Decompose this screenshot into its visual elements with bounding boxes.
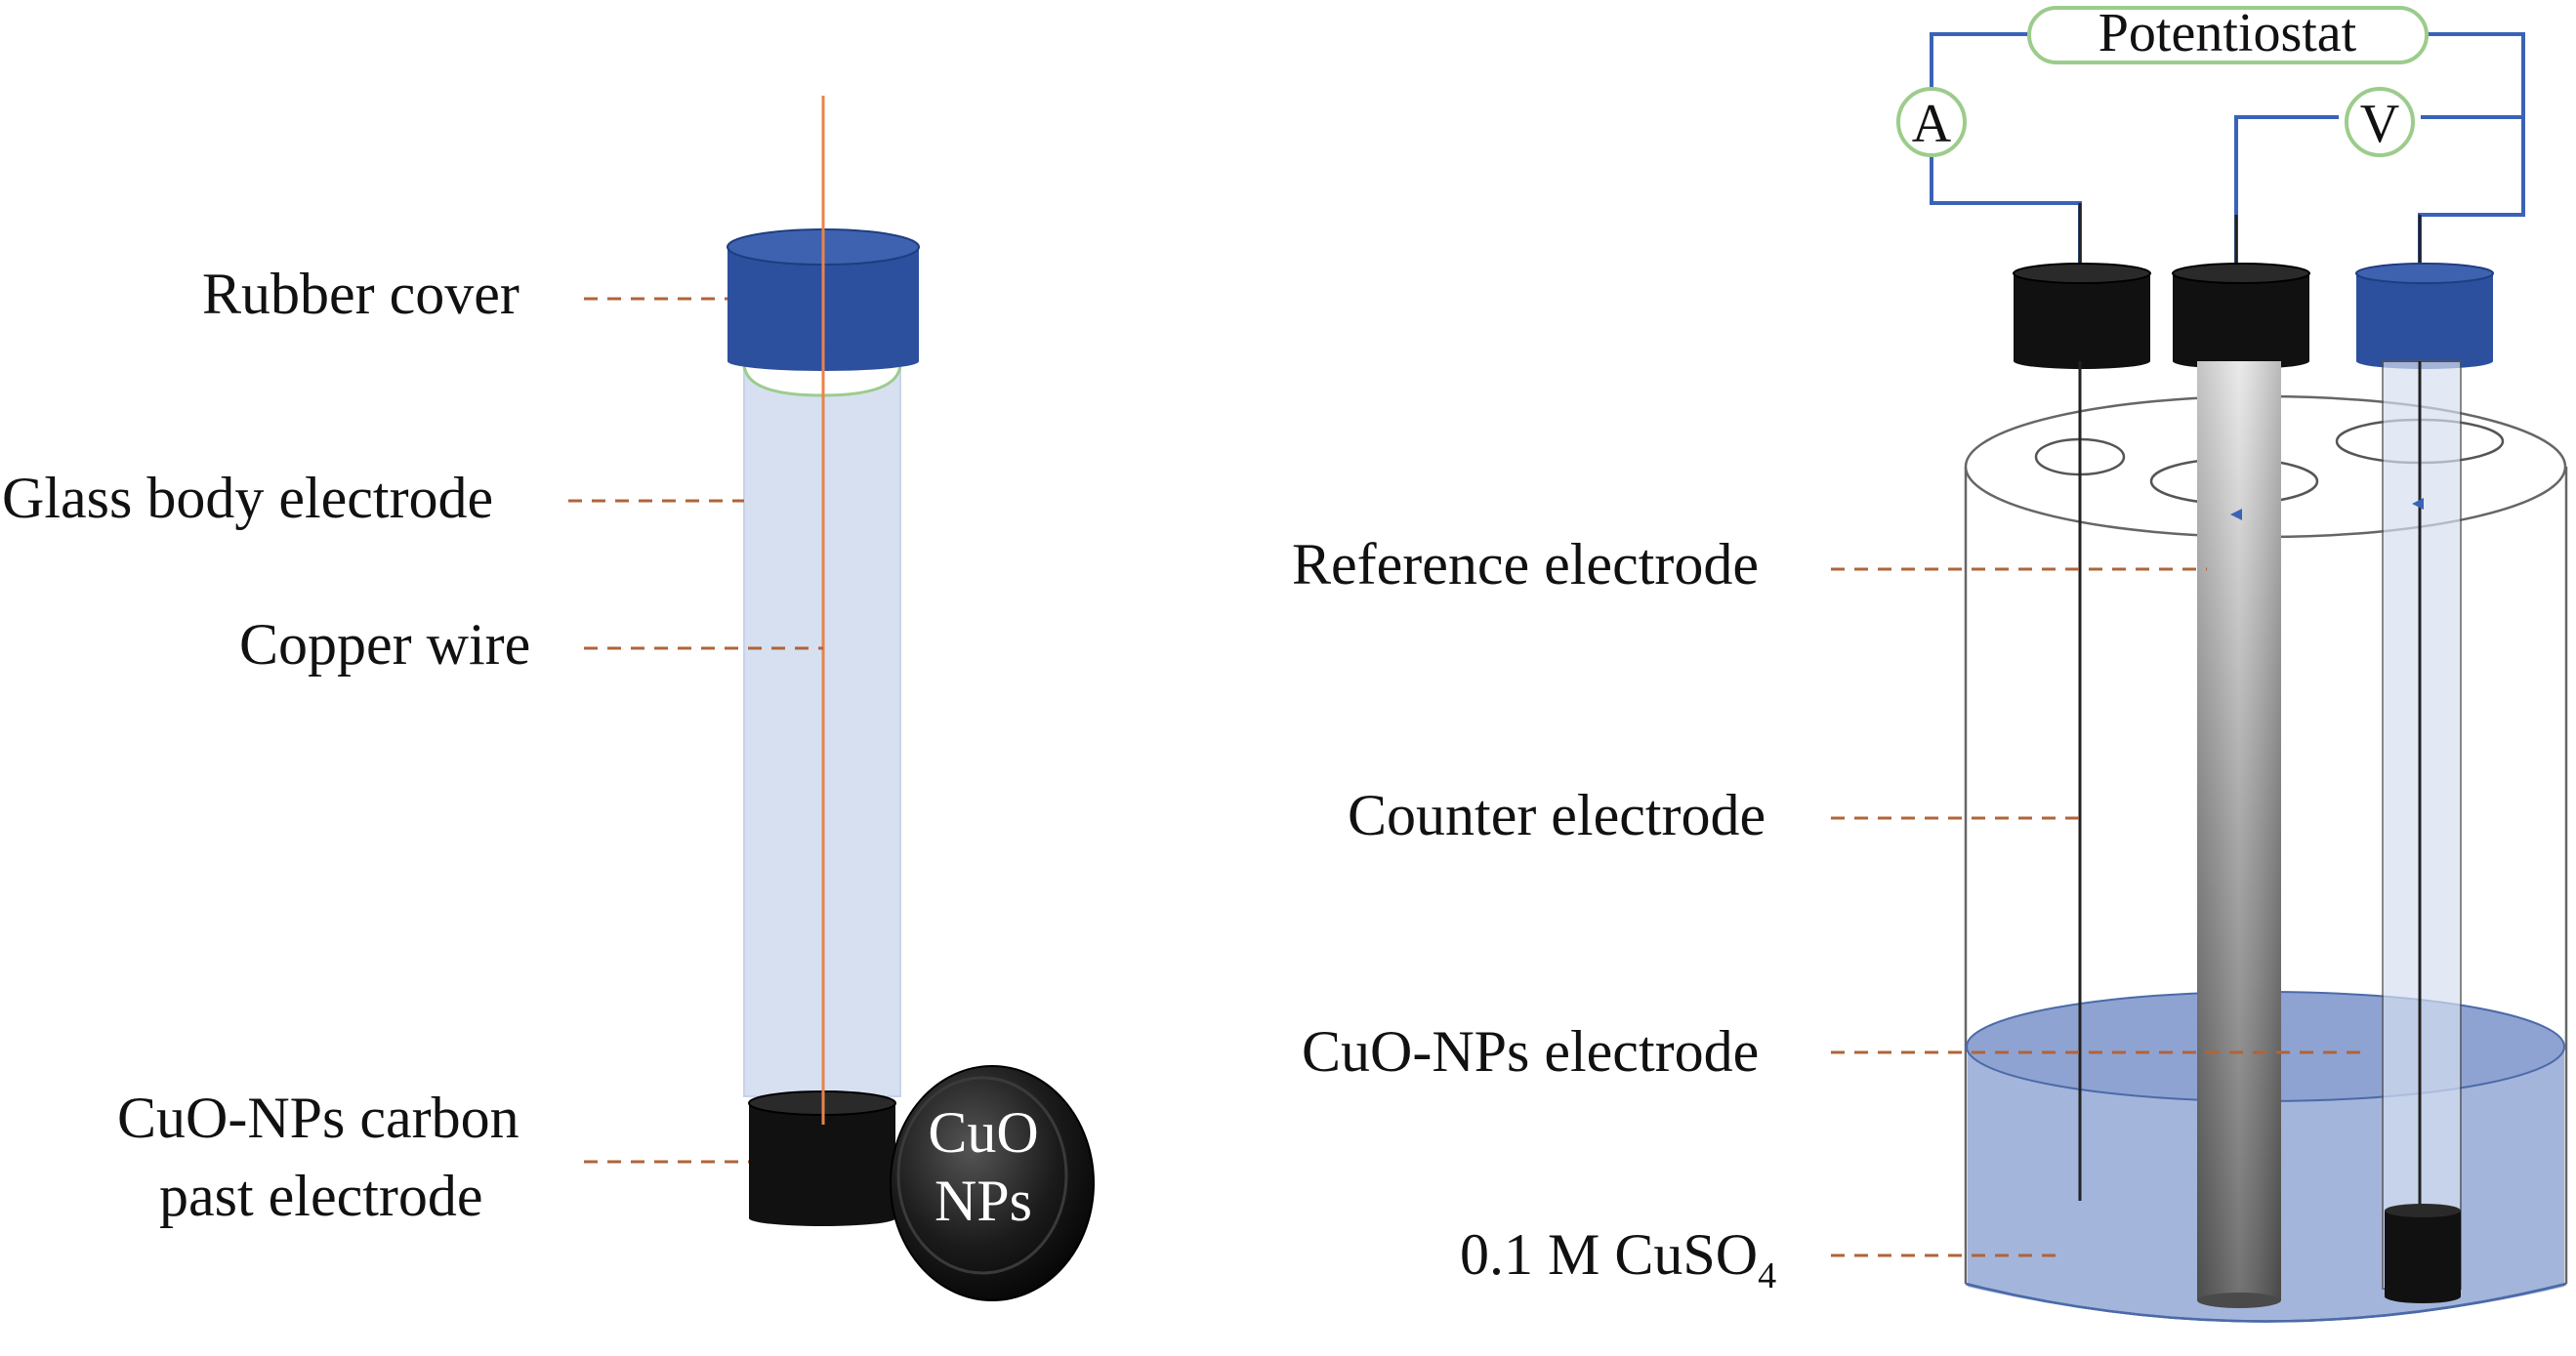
disc-label-line2: NPs: [935, 1169, 1032, 1233]
beaker-walls: [1964, 467, 2568, 1284]
label-cpe-line1: CuO-NPs carbon: [117, 1086, 519, 1150]
wire-ammeter-down: [1930, 151, 2082, 268]
disc-label-line1: CuO: [928, 1100, 1038, 1165]
wire-voltmeter-left: [2234, 115, 2339, 275]
label-cpe-line2: past electrode: [159, 1164, 483, 1228]
label-electrolyte-subscript: 4: [1758, 1255, 1776, 1296]
ammeter-label: A: [1912, 94, 1952, 154]
ammeter-symbol: A: [1896, 87, 1967, 157]
label-electrolyte-main: 0.1 M CuSO: [1460, 1222, 1758, 1287]
beaker-front-bottom: [1965, 1282, 2567, 1323]
reference-electrode: [2172, 215, 2310, 1308]
label-electrolyte: 0.1 M CuSO4: [1460, 1222, 1776, 1296]
label-copper-wire: Copper wire: [239, 612, 530, 677]
label-rubber-cover: Rubber cover: [202, 262, 519, 326]
voltmeter-label: V: [2360, 94, 2399, 154]
working-electrode: [2355, 215, 2494, 1303]
label-reference-electrode: Reference electrode: [1292, 532, 1759, 596]
cuo-nps-disc: CuO NPs: [890, 1065, 1095, 1301]
label-working-electrode: CuO-NPs electrode: [1302, 1019, 1759, 1084]
working-electrode-tip: [2385, 1211, 2461, 1296]
label-glass-body: Glass body electrode: [2, 466, 493, 530]
potentiostat-box: Potentiostat: [2027, 3, 2429, 64]
potentiostat-label: Potentiostat: [2098, 3, 2357, 63]
wire-ammeter-to-counter: [1930, 32, 2029, 93]
label-counter-electrode: Counter electrode: [1348, 783, 1766, 847]
counter-electrode: [2013, 203, 2151, 1201]
three-electrode-cell-figure: Potentiostat A V: [1292, 3, 2568, 1323]
voltmeter-symbol: V: [2345, 87, 2415, 157]
wire-pot-right: [2418, 32, 2525, 273]
carbon-paste-electrode-figure: CuO NPs Rubber cover Glass body electrod…: [2, 96, 1095, 1301]
potentiostat-wiring: [1930, 32, 2525, 275]
working-glass-tube: [2382, 360, 2462, 1290]
